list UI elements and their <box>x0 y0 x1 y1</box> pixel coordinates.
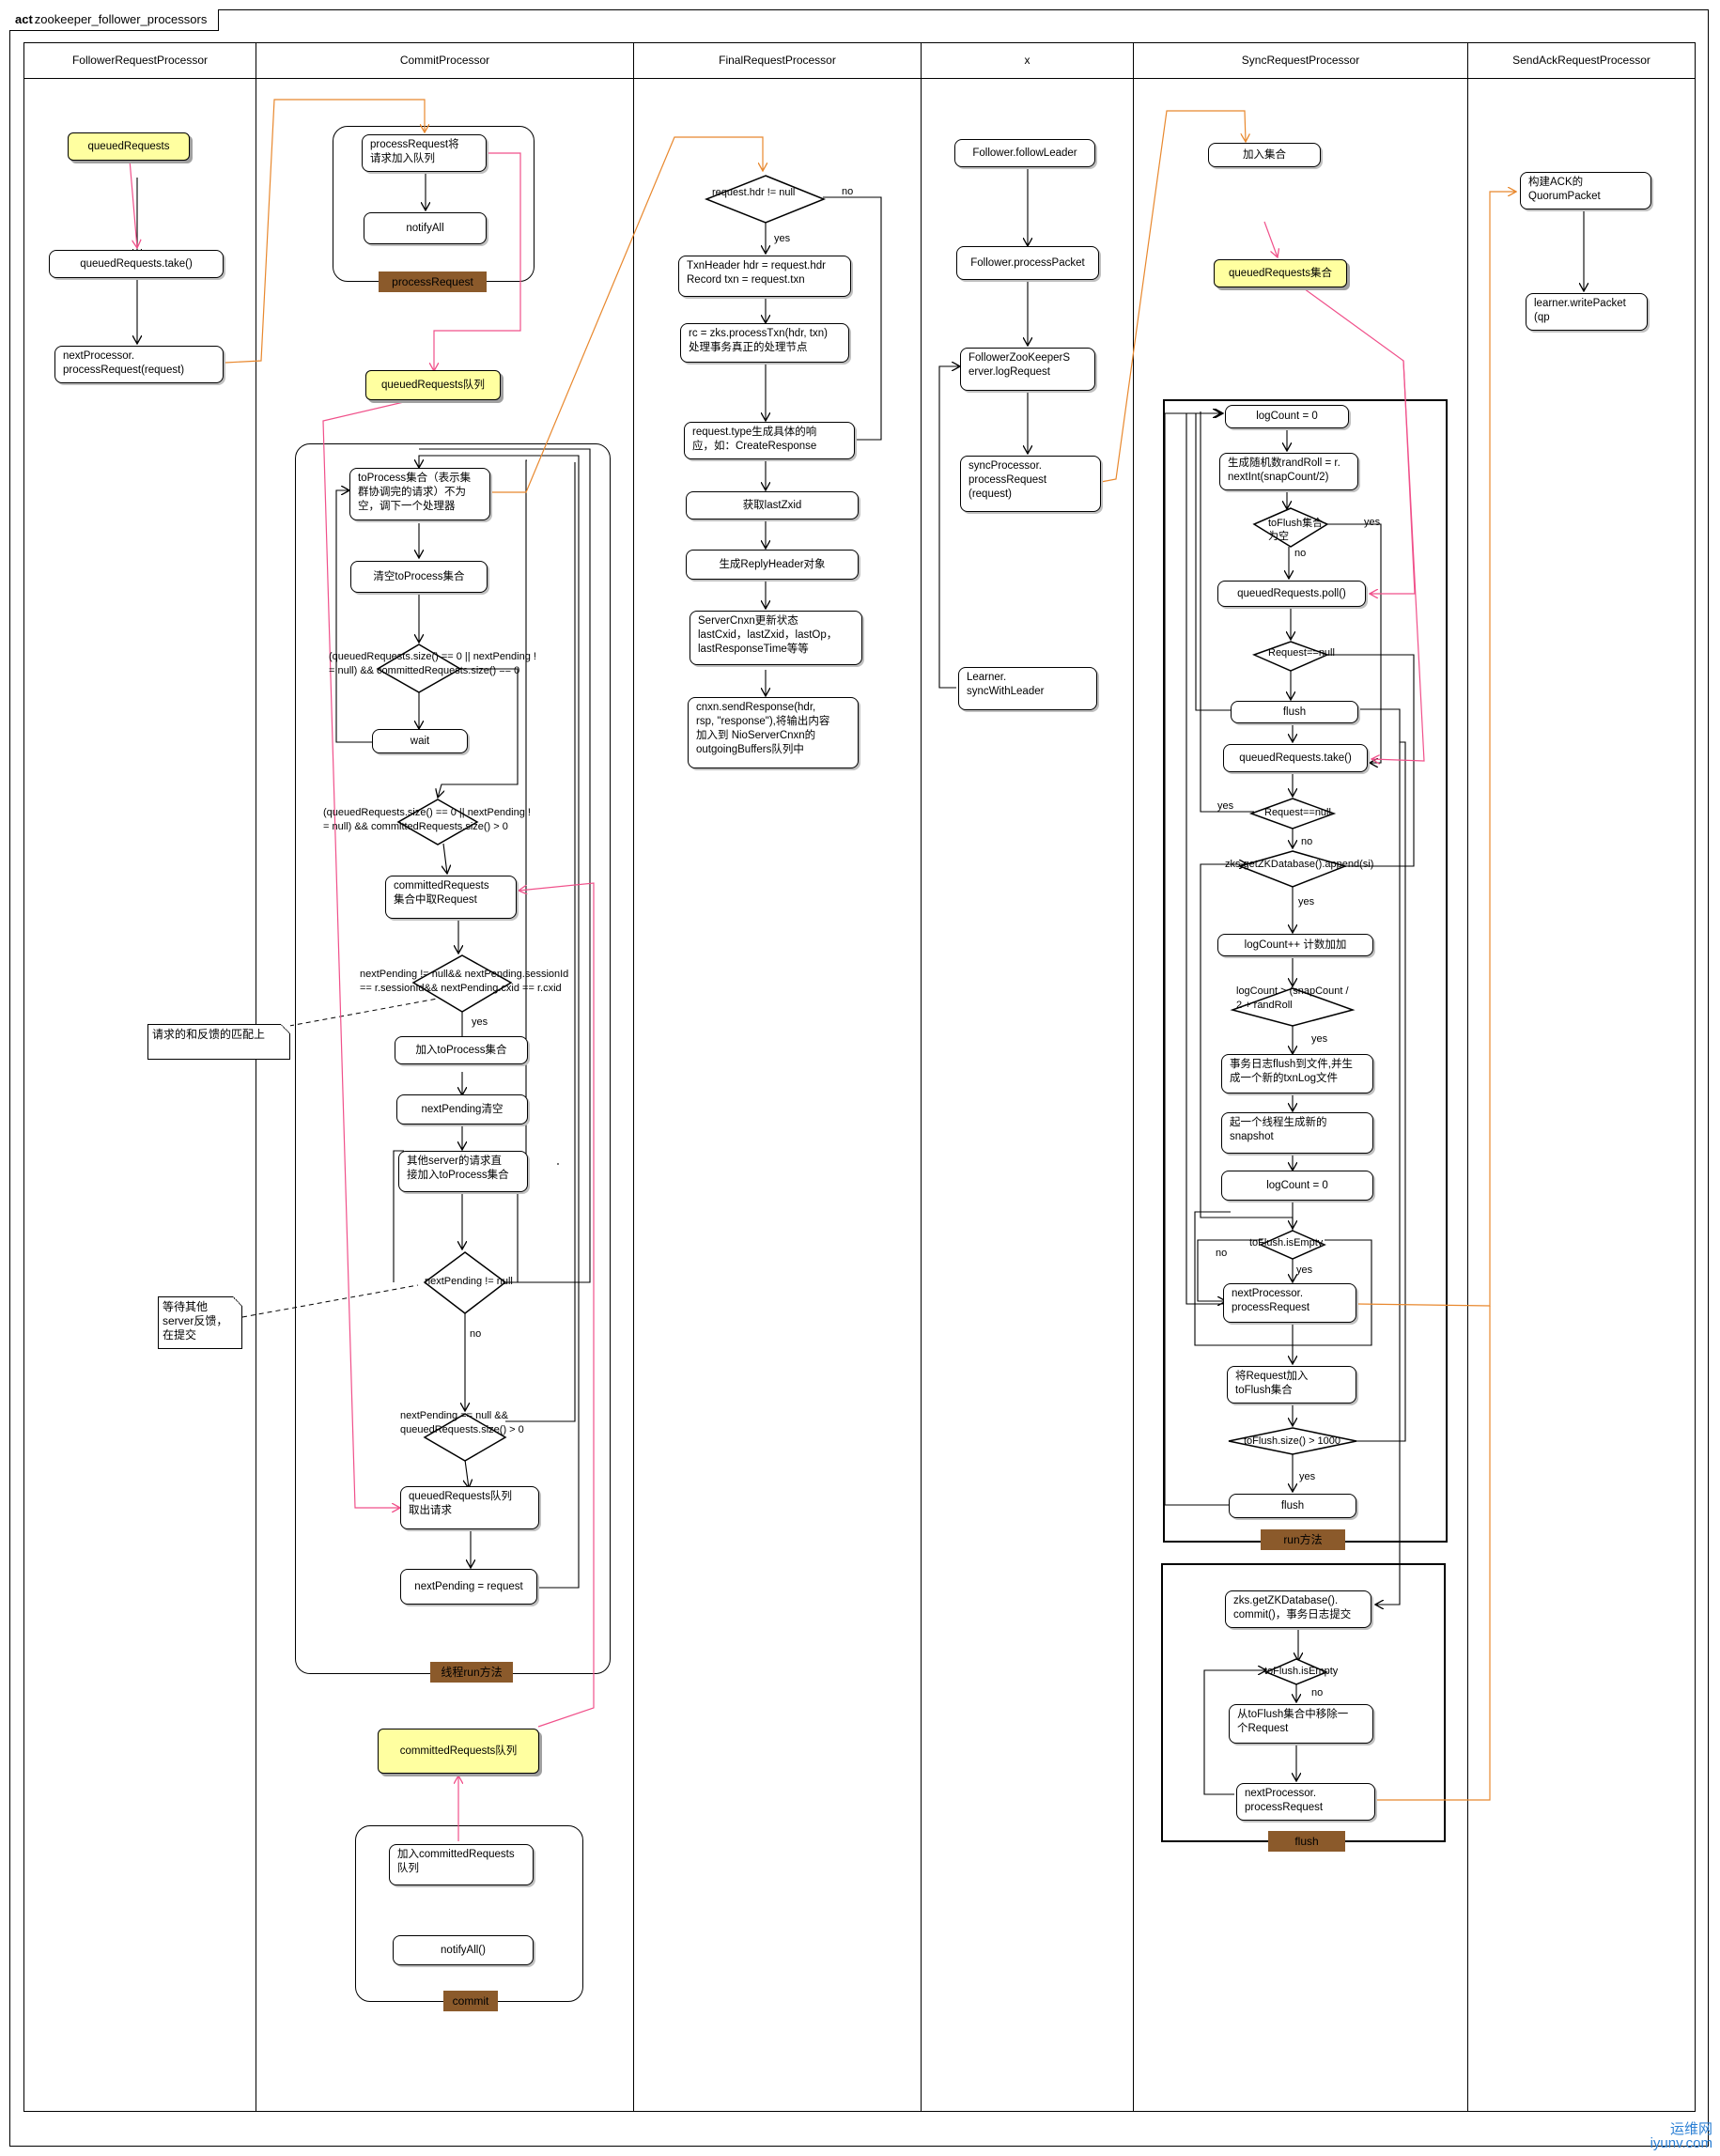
write-packet-action: learner.writePacket (qp <box>1526 293 1648 331</box>
sync-processor-request-action: syncProcessor. processRequest (request) <box>960 456 1101 512</box>
log-count-reset-action: logCount = 0 <box>1221 1171 1373 1201</box>
flush-final-action: flush <box>1229 1494 1356 1518</box>
guard-text: yes <box>1299 1471 1316 1482</box>
take-queued-request-action: queuedRequests队列 取出请求 <box>400 1486 539 1529</box>
process-request-notify-action: notifyAll <box>364 212 487 244</box>
queued-requests-poll-action: queuedRequests.poll() <box>1217 581 1366 607</box>
guard-text: toFlush.size() > 1000 <box>1244 1435 1341 1447</box>
guard-text: toFlush.isEmpty <box>1249 1237 1324 1249</box>
lane-send-ack-request-processor: SendAckRequestProcessor <box>1467 42 1696 2112</box>
guard-text: yes <box>1311 1033 1328 1045</box>
reply-header-action: 生成ReplyHeader对象 <box>686 550 859 580</box>
flush-action: flush <box>1231 701 1358 723</box>
guard-text: yes <box>1296 1264 1313 1276</box>
guard-text: no <box>470 1328 482 1340</box>
sync-with-leader-action: Learner. syncWithLeader <box>958 667 1097 710</box>
build-ack-packet-action: 构建ACK的 QuorumPacket <box>1520 172 1651 209</box>
lane-title: x <box>922 43 1133 79</box>
txn-header-action: TxnHeader hdr = request.hdr Record txn =… <box>678 256 851 297</box>
guard-text: yes <box>1217 800 1234 812</box>
log-count-zero-action: logCount = 0 <box>1225 405 1349 428</box>
process-packet-action: Follower.processPacket <box>956 246 1099 280</box>
guard-text: no <box>1301 836 1313 847</box>
process-txn-action: rc = zks.processTxn(hdr, txn) 处理事务真正的处理节… <box>680 323 849 363</box>
commit-notify-all-action: notifyAll() <box>393 1935 534 1965</box>
queued-requests-object: queuedRequests <box>68 132 190 161</box>
guard-text: Request==null <box>1264 807 1331 818</box>
update-cnxn-state-action: ServerCnxn更新状态 lastCxid，lastZxid，lastOp，… <box>690 611 862 665</box>
lane-title: FinalRequestProcessor <box>634 43 921 79</box>
guard-text: yes <box>472 1016 488 1028</box>
other-server-request-action: 其他server的请求直 接加入toProcess集合 <box>398 1151 528 1192</box>
take-committed-request-action: committedRequests 集合中取Request <box>385 876 517 919</box>
guard-text: toFlush集合 为空 <box>1268 518 1324 542</box>
guard-text: yes <box>1298 896 1315 907</box>
log-request-action: FollowerZooKeeperS erver.logRequest <box>960 348 1095 391</box>
queued-requests-take-action: queuedRequests.take() <box>49 250 224 278</box>
add-to-flush-action: 将Request加入 toFlush集合 <box>1227 1366 1356 1404</box>
next-processor-request-action: nextProcessor. processRequest(request) <box>54 346 224 383</box>
guard-text: nextPending == null && queuedRequests.si… <box>400 1410 524 1435</box>
process-request-add-action: processRequest将 请求加入队列 <box>362 134 487 172</box>
lane-title: CommitProcessor <box>256 43 633 79</box>
add-to-process-action: 加入toProcess集合 <box>395 1036 528 1064</box>
clear-to-process-action: 清空toProcess集合 <box>350 561 488 593</box>
guard-text: Request==null <box>1268 647 1335 659</box>
create-response-action: request.type生成具体的响 应，如：CreateResponse <box>684 422 855 459</box>
send-response-action: cnxn.sendResponse(hdr, rsp, "response"),… <box>688 697 859 768</box>
cp-queued-requests-object: queuedRequests队列 <box>365 370 501 400</box>
wait-action: wait <box>372 729 468 753</box>
sync-queued-requests-object: queuedRequests集合 <box>1214 259 1347 287</box>
guard-text: no <box>1216 1248 1228 1259</box>
guard-text: yes <box>774 233 791 244</box>
group-label-commit: commit <box>443 1991 498 2011</box>
guard-text: nextPending != null&& nextPending.sessio… <box>360 969 569 994</box>
lane-title: SendAckRequestProcessor <box>1468 43 1695 79</box>
watermark: 运维网 iyunv.com <box>1650 2121 1712 2151</box>
guard-text: (queuedRequests.size() == 0 || nextPendi… <box>323 807 531 832</box>
lane-title: SyncRequestProcessor <box>1134 43 1467 79</box>
note-request-matched: 请求的和反馈的匹配上 <box>147 1024 290 1060</box>
guard-text: request.hdr != null <box>712 187 796 198</box>
group-label-process-request: processRequest <box>379 271 487 292</box>
add-committed-requests-action: 加入committedRequests 队列 <box>389 1844 534 1885</box>
flush-next-processor-action: nextProcessor. processRequest <box>1236 1783 1375 1821</box>
sync-next-processor-action: nextProcessor. processRequest <box>1223 1283 1356 1323</box>
log-count-increment-action: logCount++ 计数加加 <box>1217 934 1373 956</box>
commit-txn-log-action: zks.getZKDatabase(). commit()，事务日志提交 <box>1225 1590 1371 1628</box>
follow-leader-action: Follower.followLeader <box>954 139 1095 167</box>
committed-requests-object: committedRequests队列 <box>378 1729 539 1774</box>
guard-text: no <box>1311 1687 1324 1698</box>
guard-text: nextPending != null <box>425 1276 513 1287</box>
guard-text: yes <box>1364 517 1381 528</box>
note-wait-other-server: 等待其他 server反馈， 在提交 <box>158 1296 242 1349</box>
group-label-sync-flush: flush <box>1268 1831 1345 1852</box>
get-last-zxid-action: 获取lastZxid <box>686 491 859 520</box>
guard-text: (queuedRequests.size() == 0 || nextPendi… <box>329 651 536 676</box>
to-process-action: toProcess集合（表示集 群协调完的请求）不为 空，调下一个处理器 <box>349 468 490 520</box>
activity-frame <box>9 9 1709 2147</box>
guard-text: no <box>1294 548 1307 559</box>
set-next-pending-action: nextPending = request <box>400 1569 537 1605</box>
sync-add-to-set-action: 加入集合 <box>1208 143 1321 167</box>
lane-title: FollowerRequestProcessor <box>24 43 256 79</box>
guard-text: logCount > (snapCount / 2 + randRoll <box>1236 985 1349 1011</box>
rand-roll-action: 生成随机数randRoll = r. nextInt(snapCount/2) <box>1219 453 1358 490</box>
guard-text: no <box>842 186 854 197</box>
flush-txn-log-action: 事务日志flush到文件,并生 成一个新的txnLog文件 <box>1221 1054 1373 1094</box>
queued-requests-take-action: queuedRequests.take() <box>1223 744 1368 772</box>
remove-from-flush-action: 从toFlush集合中移除一 个Request <box>1229 1704 1373 1744</box>
guard-text: zks.getZKDatabase().append(si) <box>1225 859 1374 870</box>
group-label-thread-run: 线程run方法 <box>430 1662 513 1683</box>
group-label-sync-run: run方法 <box>1261 1529 1345 1550</box>
clear-next-pending-action: nextPending清空 <box>396 1094 528 1125</box>
guard-text: toFlush.isEmpty <box>1264 1666 1339 1677</box>
new-snapshot-thread-action: 起一个线程生成新的 snapshot <box>1221 1112 1373 1154</box>
